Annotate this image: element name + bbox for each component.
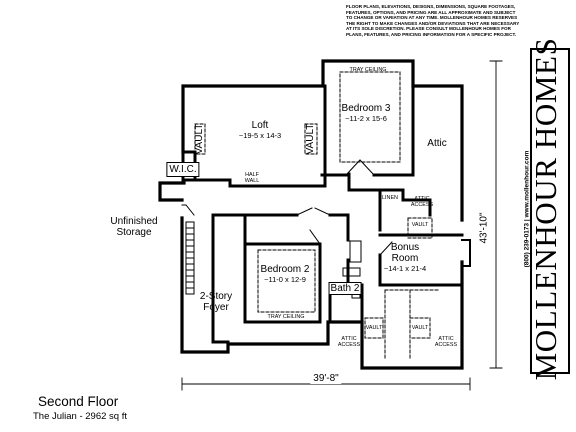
disclaimer-line: FLOOR PLANS, ELEVATIONS, DESIGNS, DIMENS… [346, 4, 516, 9]
bedroom2-size: ~11-0 x 12-9 [264, 275, 306, 284]
loft-label: Loft ~19-5 x 14-3 [239, 120, 281, 141]
foyer-line2: Foyer [203, 302, 229, 313]
vault-loft-left [194, 123, 206, 155]
linen-note: LINEN [382, 195, 398, 201]
storage-line1: Unfinished [110, 216, 158, 227]
disclaimer-line: AT ITS SOLE DISCRETION. PLEASE CONSULT M… [346, 26, 511, 32]
loft-size: ~19-5 x 14-3 [238, 131, 282, 140]
door-bed3 [345, 159, 375, 176]
tray-ceiling-note: TRAY CEILING [349, 67, 387, 73]
bedroom2-name: Bedroom 2 [260, 264, 310, 275]
overall-depth: 43'-10" [478, 209, 490, 247]
bonus-line2: Room [391, 253, 419, 264]
tray-ceiling-note: TRAY CEILING [267, 314, 305, 320]
bedroom3-label: Bedroom 3 ~11-2 x 15-6 [342, 103, 391, 124]
attic-access-line1: ATTIC [414, 196, 430, 202]
plan-subtitle: The Julian - 2962 sq ft [33, 411, 127, 422]
foyer-line1: 2-Story [199, 291, 233, 302]
bedroom2-label: Bedroom 2 ~11-0 x 12-9 [261, 264, 310, 285]
attic-access-line1: ATTIC [341, 336, 357, 342]
bonus-room-label: Bonus Room ~14-1 x 21-4 [384, 242, 426, 274]
legal-disclaimer: FLOOR PLANS, ELEVATIONS, DESIGNS, DIMENS… [346, 4, 546, 38]
attic-access-line1: ATTIC [438, 336, 454, 342]
depth-dimension-line [489, 60, 503, 369]
attic-access-line2: ACCESS [410, 202, 434, 208]
attic-walls [347, 172, 432, 217]
attic-access-line2: ACCESS [434, 342, 458, 348]
vault-bonus-left [364, 317, 384, 339]
vault-note: VAULT [411, 222, 429, 228]
bath2-label: Bath 2 [328, 282, 362, 295]
dormer [461, 239, 471, 267]
plan-title: Second Floor [38, 394, 119, 409]
disclaimer-line: FEATURES, OPTIONS, AND PRICING ARE ALL A… [346, 9, 516, 15]
overall-width: 39'-8" [310, 373, 342, 384]
foyer-label: 2-Story Foyer [200, 291, 232, 313]
loft-name: Loft [251, 120, 269, 131]
door-bed2 [309, 229, 321, 245]
tray-ceiling-bed2 [257, 249, 316, 313]
bedroom3-size: ~11-2 x 15-6 [345, 114, 387, 123]
half-wall-line1: HALF [245, 172, 259, 178]
stair [181, 204, 195, 295]
storage-label: Unfinished Storage [110, 216, 157, 238]
bedroom3-walls [320, 59, 415, 177]
wic-label: W.I.C. [166, 162, 200, 177]
tray-ceiling-bed3 [339, 71, 401, 163]
half-wall-line2: WALL [244, 178, 260, 184]
attic-label: Attic [427, 138, 447, 149]
attic-access-note: ATTIC ACCESS [411, 196, 433, 208]
half-wall-note: HALF WALL [245, 172, 259, 184]
vault-note: VAULT [365, 325, 383, 331]
attic-access-note: ATTIC ACCESS [435, 336, 457, 348]
vault-note: VAULT [305, 123, 316, 155]
vault-note: VAULT [194, 123, 205, 155]
foyer-walls [211, 213, 230, 344]
brand-box [530, 48, 570, 374]
disclaimer-line: THE RIGHT TO MAKE CHANGES AND/OR DEVIATI… [346, 20, 520, 26]
door-bonus [379, 241, 393, 256]
attic-access-note: ATTIC ACCESS [338, 336, 360, 348]
disclaimer-line: PLANS, FEATURES, AND PRICING INFORMATION… [346, 31, 517, 37]
disclaimer-line: TO CHANGE OR VARIATION AT ANY TIME. MOLL… [346, 15, 518, 21]
vault-note: VAULT [411, 325, 429, 331]
door-hall [296, 207, 331, 216]
vault-loft-right [304, 123, 318, 155]
bonus-size: ~14-1 x 21-4 [383, 264, 427, 273]
bedroom3-name: Bedroom 3 [341, 103, 391, 114]
vault-attic [407, 217, 433, 239]
width-dimension-line [181, 377, 471, 391]
attic-access-line2: ACCESS [337, 342, 361, 348]
brand-contact: (800) 239-0173 | www.mollenhour.com [523, 150, 531, 268]
bonus-line1: Bonus [390, 242, 420, 253]
storage-line2: Storage [116, 227, 152, 238]
brand-name: MOLLENHOUR HOMES [528, 37, 563, 381]
exterior-walls [158, 59, 464, 370]
